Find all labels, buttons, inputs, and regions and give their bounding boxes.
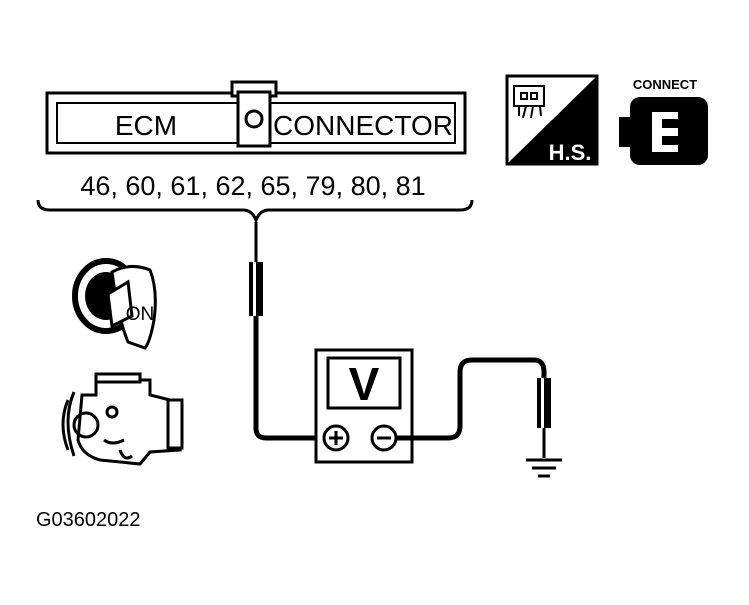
connect-icon: CONNECT — [619, 77, 708, 165]
connector-right-label: CONNECTOR — [273, 110, 453, 141]
engine-running-icon — [61, 372, 184, 466]
negative-test-lead — [396, 357, 551, 458]
connect-label: CONNECT — [633, 77, 697, 92]
voltmeter: V — [314, 348, 414, 464]
ignition-on-icon: ON — [72, 258, 157, 350]
terminal-brace — [36, 199, 474, 225]
positive-test-lead — [249, 222, 322, 441]
harness-side-icon: H.S. — [505, 74, 599, 166]
ground-icon — [526, 458, 562, 478]
ecm-connector: ECM CONNECTOR — [45, 80, 467, 155]
ignition-on-label: ON — [126, 304, 155, 325]
terminal-numbers: 46, 60, 61, 62, 65, 79, 80, 81 — [80, 171, 425, 201]
connector-left-label: ECM — [115, 110, 177, 141]
connector-pin-hole-icon — [244, 109, 264, 129]
voltmeter-label: V — [349, 358, 380, 410]
harness-side-label: H.S. — [549, 140, 592, 165]
figure-id: G03602022 — [36, 509, 141, 531]
